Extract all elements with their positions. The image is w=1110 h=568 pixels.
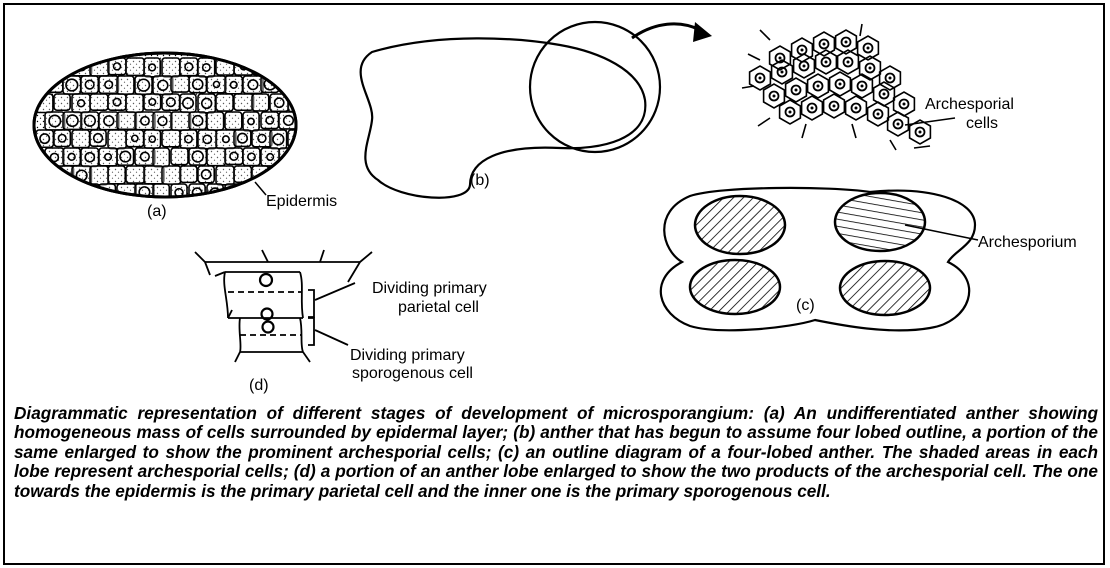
- epidermis-pointer: [255, 182, 266, 195]
- archesporial-label-2: cells: [966, 115, 998, 132]
- label-a: (a): [147, 203, 167, 220]
- anther-lobe-d: [195, 250, 372, 362]
- figure-caption: Diagrammatic representation of different…: [14, 404, 1098, 501]
- label-b: (b): [470, 172, 490, 189]
- parietal-label-1: Dividing primary: [372, 280, 487, 297]
- archesporial-pointer: [905, 118, 955, 125]
- parietal-label-2: parietal cell: [398, 299, 479, 316]
- anther-a: Epidermis (a): [34, 53, 337, 220]
- anther-b: (b): [361, 22, 712, 198]
- archesporial-label-1: Archesporial: [925, 96, 1014, 113]
- label-c: (c): [796, 297, 815, 314]
- archesporium-label: Archesporium: [978, 234, 1077, 251]
- microsporangium-diagram: Epidermis (a) (b) Archesporial cells Arc…: [0, 0, 1110, 405]
- archesporial-enlargement: Archesporial cells: [742, 24, 1014, 150]
- anther-c: Archesporium (c): [661, 188, 1077, 331]
- label-d: (d): [249, 377, 269, 394]
- sporogenous-label-2: sporogenous cell: [352, 365, 473, 382]
- sporogenous-label-1: Dividing primary: [350, 347, 465, 364]
- epidermis-label: Epidermis: [266, 193, 337, 210]
